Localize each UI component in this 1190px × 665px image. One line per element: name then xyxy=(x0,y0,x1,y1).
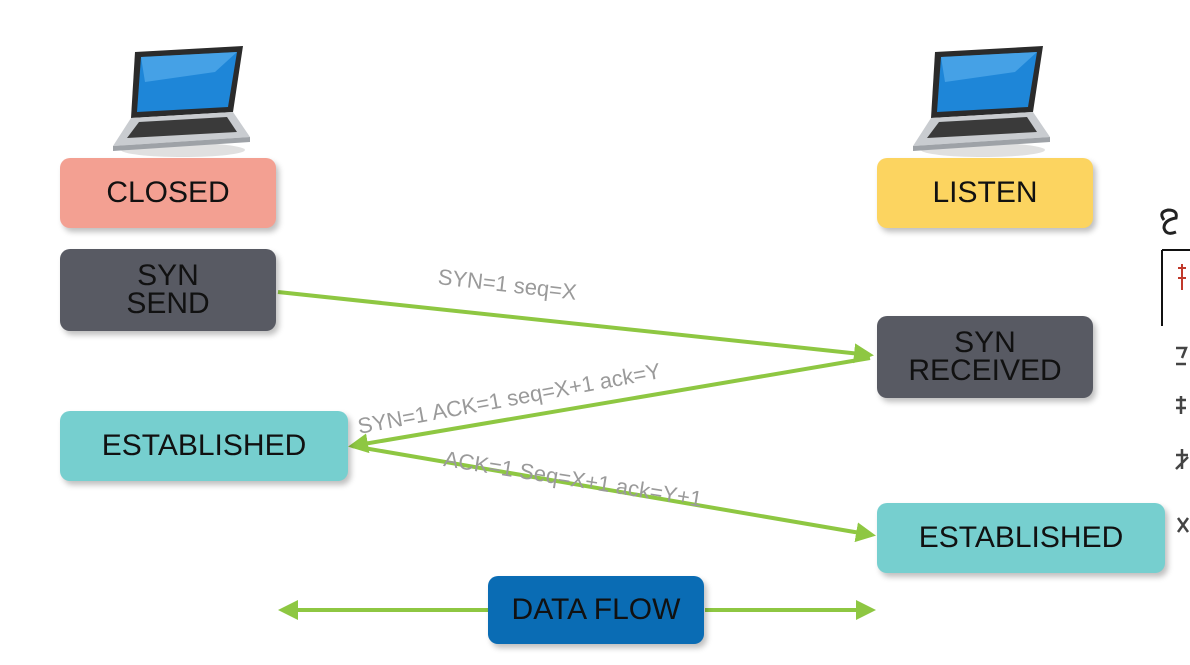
cropped-side-text-fragments xyxy=(1160,208,1190,533)
client-state-syn-send-label: SYN SEND xyxy=(126,259,210,320)
client-state-closed-label: CLOSED xyxy=(106,176,230,209)
client-laptop-icon xyxy=(113,46,250,157)
server-state-syn-received: SYN RECEIVED xyxy=(877,316,1093,398)
cropped-side-panel xyxy=(1150,200,1190,560)
data-flow-label: DATA FLOW xyxy=(511,593,681,626)
server-state-syn-received-label: SYN RECEIVED xyxy=(908,326,1062,387)
client-state-established: ESTABLISHED xyxy=(60,411,348,481)
server-state-established-label: ESTABLISHED xyxy=(918,521,1124,554)
syn-ack-arrow xyxy=(348,356,871,454)
server-state-listen-label: LISTEN xyxy=(932,176,1038,209)
server-state-listen: LISTEN xyxy=(877,158,1093,228)
server-laptop-icon xyxy=(913,46,1050,157)
client-state-syn-send: SYN SEND xyxy=(60,249,276,331)
ack-arrow xyxy=(351,444,876,543)
client-state-established-label: ESTABLISHED xyxy=(101,429,307,462)
server-state-established: ESTABLISHED xyxy=(877,503,1165,573)
syn-arrow xyxy=(277,290,874,364)
client-state-closed: CLOSED xyxy=(60,158,276,228)
data-flow-box: DATA FLOW xyxy=(488,576,704,644)
